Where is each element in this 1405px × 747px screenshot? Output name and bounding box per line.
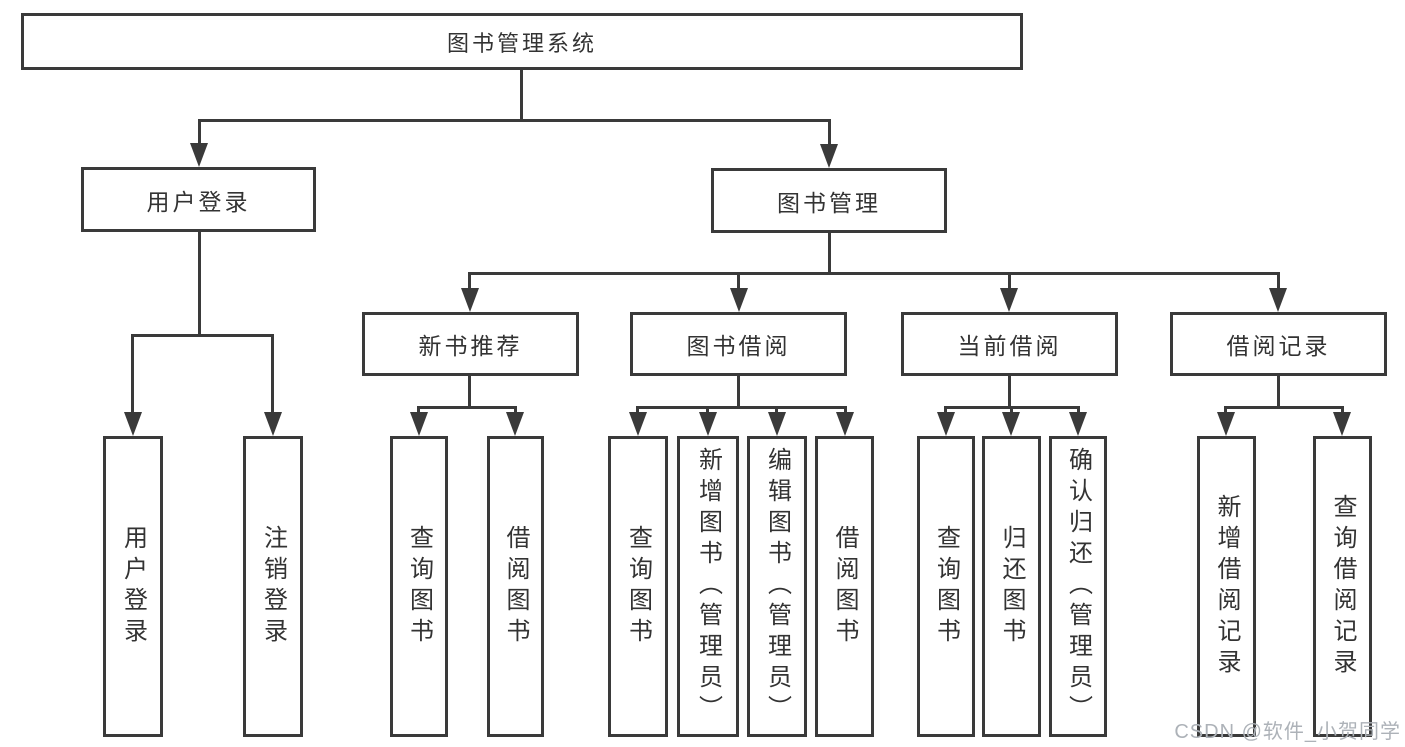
connector-line	[468, 376, 471, 409]
leaf-cb-query-book-label: 查询图书	[932, 524, 960, 649]
leaf-br-query-record: 查询借阅记录	[1313, 436, 1372, 737]
node-borrow-records-label: 借阅记录	[1226, 333, 1331, 359]
arrow-head	[629, 412, 647, 436]
arrow-head	[1269, 288, 1287, 312]
node-new-book-recommend: 新书推荐	[362, 312, 579, 376]
leaf-bb-borrow-book: 借阅图书	[815, 436, 874, 737]
connector-line	[417, 406, 517, 409]
leaf-logout-label: 注销登录	[259, 524, 287, 649]
connector-line	[828, 119, 831, 151]
arrow-head	[124, 412, 142, 436]
node-current-borrowing: 当前借阅	[901, 312, 1118, 376]
connector-line	[131, 334, 134, 416]
connector-line	[828, 233, 831, 274]
leaf-nb-query-book: 查询图书	[390, 436, 448, 737]
leaf-user-login: 用户登录	[103, 436, 163, 737]
arrow-head	[1069, 412, 1087, 436]
leaf-bb-borrow-book-label: 借阅图书	[831, 524, 858, 649]
node-borrow-records: 借阅记录	[1170, 312, 1387, 376]
leaf-bb-edit-book-admin-label: 编辑图书（管理员）	[763, 447, 791, 726]
leaf-bb-add-book-admin-label: 新增图书（管理员）	[694, 447, 722, 726]
leaf-cb-return-book-label: 归还图书	[998, 524, 1025, 649]
leaf-bb-query-book: 查询图书	[608, 436, 668, 737]
node-book-borrowing: 图书借阅	[630, 312, 847, 376]
connector-line	[520, 68, 523, 121]
leaf-cb-query-book: 查询图书	[917, 436, 975, 737]
arrow-head	[820, 144, 838, 168]
arrow-head	[699, 412, 717, 436]
node-current-borrowing-label: 当前借阅	[957, 333, 1062, 359]
leaf-br-query-record-label: 查询借阅记录	[1329, 493, 1356, 680]
leaf-nb-query-book-label: 查询图书	[405, 524, 433, 649]
connector-line	[131, 334, 274, 337]
arrow-head	[1217, 412, 1235, 436]
leaf-cb-confirm-return-admin: 确认归还（管理员）	[1049, 436, 1107, 737]
node-book-management: 图书管理	[711, 168, 947, 233]
connector-line	[198, 119, 201, 151]
arrow-head	[730, 288, 748, 312]
leaf-bb-add-book-admin: 新增图书（管理员）	[677, 436, 739, 737]
leaf-user-login-label: 用户登录	[119, 524, 147, 649]
leaf-logout: 注销登录	[243, 436, 303, 737]
connector-line	[468, 272, 471, 294]
arrow-head	[836, 412, 854, 436]
arrow-head	[937, 412, 955, 436]
arrow-head	[1333, 412, 1351, 436]
arrow-head	[190, 143, 208, 167]
connector-line	[1277, 376, 1280, 409]
node-book-management-label: 图书管理	[777, 189, 881, 216]
node-user-login-label: 用户登录	[146, 188, 251, 215]
leaf-cb-return-book: 归还图书	[982, 436, 1041, 737]
node-user-login: 用户登录	[81, 167, 316, 232]
node-library-system-label: 图书管理系统	[446, 30, 597, 56]
connector-line	[271, 334, 274, 416]
connector-line	[198, 119, 831, 122]
node-book-borrowing-label: 图书借阅	[686, 333, 791, 359]
connector-line	[737, 272, 740, 294]
leaf-br-add-record-label: 新增借阅记录	[1213, 493, 1240, 680]
connector-line	[636, 406, 847, 409]
leaf-cb-confirm-return-admin-label: 确认归还（管理员）	[1064, 447, 1092, 726]
connector-line	[1008, 376, 1011, 409]
connector-line	[1008, 272, 1011, 294]
leaf-bb-query-book-label: 查询图书	[624, 524, 652, 649]
connector-line	[468, 272, 1280, 275]
leaf-br-add-record: 新增借阅记录	[1197, 436, 1256, 737]
arrow-head	[410, 412, 428, 436]
csdn-watermark: CSDN @软件_小贺同学	[1174, 721, 1401, 743]
leaf-nb-borrow-book-label: 借阅图书	[502, 524, 529, 649]
node-library-system: 图书管理系统	[21, 13, 1023, 70]
connector-line	[1224, 406, 1344, 409]
arrow-head	[264, 412, 282, 436]
arrow-head	[1000, 288, 1018, 312]
arrow-head	[768, 412, 786, 436]
arrow-head	[506, 412, 524, 436]
connector-line	[737, 376, 740, 409]
arrow-head	[1002, 412, 1020, 436]
leaf-bb-edit-book-admin: 编辑图书（管理员）	[747, 436, 807, 737]
connector-line	[1277, 272, 1280, 294]
leaf-nb-borrow-book: 借阅图书	[487, 436, 544, 737]
arrow-head	[461, 288, 479, 312]
node-new-book-recommend-label: 新书推荐	[418, 333, 523, 359]
connector-line	[198, 232, 201, 337]
